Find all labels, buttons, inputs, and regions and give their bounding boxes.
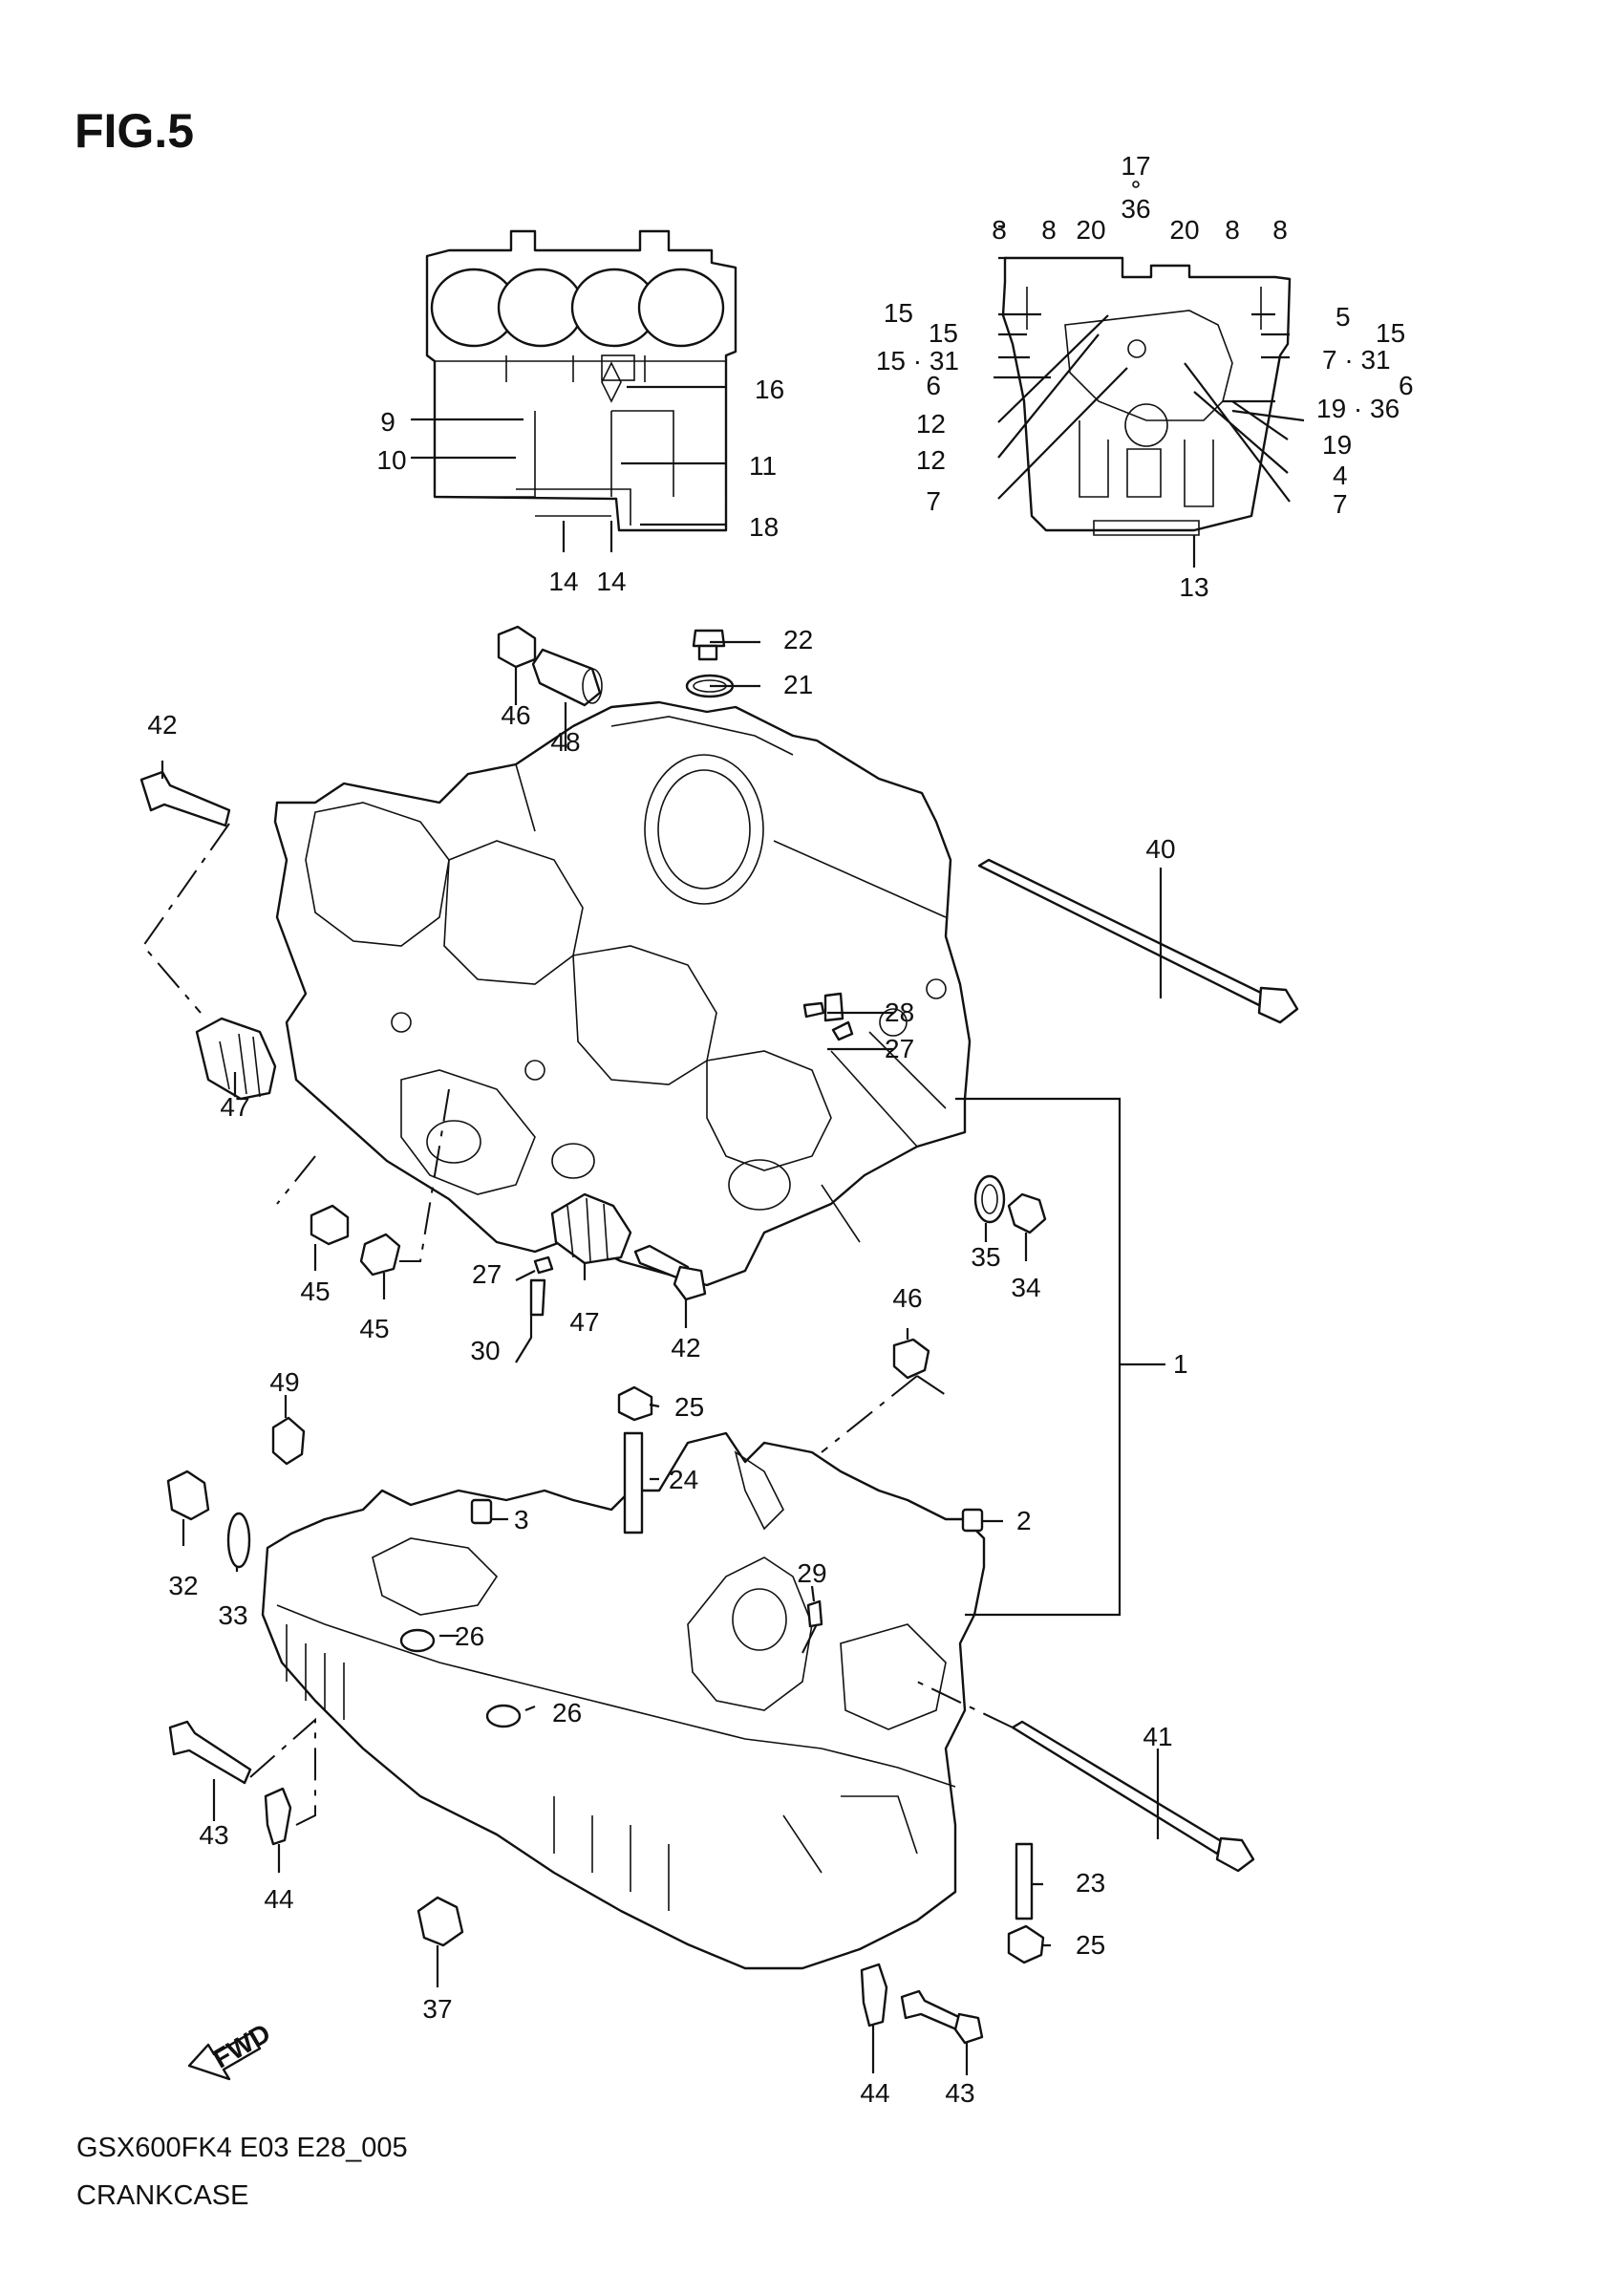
callout-21: 21 — [783, 670, 813, 699]
section-name: CRANKCASE — [76, 2180, 249, 2211]
callout-7b: 7 — [1333, 489, 1348, 519]
callout-49: 49 — [269, 1367, 299, 1397]
callout-44: 44 — [264, 1884, 293, 1914]
callout-7: 7 — [926, 486, 941, 516]
callout-labels: 9 10 16 11 18 14 14 17 36 8 8 20 20 8 8 … — [147, 151, 1413, 2108]
callout-26: 26 — [455, 1621, 484, 1651]
callout-40: 40 — [1145, 834, 1175, 864]
callout-13: 13 — [1179, 572, 1208, 602]
callout-42: 42 — [147, 710, 177, 740]
callout-6b: 6 — [1399, 371, 1414, 400]
upper-case-overview — [425, 229, 737, 532]
callout-43b: 43 — [945, 2078, 974, 2108]
callout-48: 48 — [550, 727, 580, 757]
fwd-text: FWD — [208, 2018, 276, 2074]
callout-8c: 8 — [1225, 215, 1240, 245]
callout-35: 35 — [971, 1242, 1000, 1272]
callout-3: 3 — [514, 1505, 529, 1534]
callout-15-31: 15 · 31 — [876, 346, 959, 376]
lower-case-bottom-view — [1001, 181, 1292, 536]
callout-46b: 46 — [892, 1283, 922, 1313]
callout-20: 20 — [1076, 215, 1105, 245]
callout-12b: 12 — [916, 445, 946, 475]
callout-37: 37 — [422, 1994, 452, 2024]
callout-25b: 25 — [1076, 1930, 1105, 1960]
callout-5: 5 — [1336, 302, 1351, 332]
callout-17: 17 — [1121, 151, 1150, 181]
model-code: GSX600FK4 E03 E28_005 — [76, 2133, 408, 2163]
callout-16: 16 — [755, 375, 784, 404]
figure-title: FIG.5 — [75, 104, 195, 158]
callout-9: 9 — [380, 407, 395, 437]
callout-7-31: 7 · 31 — [1322, 345, 1391, 375]
callout-14: 14 — [548, 567, 578, 596]
callout-46: 46 — [501, 700, 530, 730]
callout-1: 1 — [1173, 1349, 1188, 1379]
callout-43: 43 — [199, 1820, 228, 1850]
callout-33: 33 — [218, 1600, 247, 1630]
callout-34: 34 — [1011, 1273, 1040, 1302]
callout-18: 18 — [749, 512, 779, 542]
callout-2: 2 — [1016, 1506, 1032, 1535]
callout-8: 8 — [992, 215, 1007, 245]
callout-11: 11 — [749, 451, 777, 481]
callout-8b: 8 — [1041, 215, 1057, 245]
callout-26b: 26 — [552, 1698, 582, 1727]
leader-lines — [141, 225, 1305, 2075]
fwd-arrow-icon: FWD — [187, 2018, 276, 2081]
callout-45: 45 — [300, 1277, 330, 1306]
callout-22: 22 — [783, 625, 813, 654]
callout-4: 4 — [1333, 461, 1348, 490]
callout-25: 25 — [674, 1392, 704, 1422]
callout-44b: 44 — [860, 2078, 889, 2108]
callout-41: 41 — [1143, 1722, 1172, 1751]
callout-20b: 20 — [1169, 215, 1199, 245]
callout-29: 29 — [797, 1558, 826, 1588]
callout-42b: 42 — [671, 1333, 700, 1363]
callout-36: 36 — [1121, 194, 1150, 224]
callout-27: 27 — [885, 1034, 914, 1063]
callout-47b: 47 — [569, 1307, 599, 1337]
callout-19: 19 — [1322, 430, 1352, 460]
callout-28: 28 — [885, 998, 914, 1027]
callout-15c: 15 — [1376, 318, 1405, 348]
callout-15: 15 — [884, 298, 913, 328]
callout-19-36: 19 · 36 — [1316, 394, 1400, 423]
callout-47: 47 — [220, 1092, 249, 1122]
small-parts — [139, 625, 1299, 2045]
callout-24: 24 — [669, 1465, 698, 1494]
callout-15b: 15 — [929, 318, 958, 348]
callout-6: 6 — [926, 371, 941, 400]
callout-8d: 8 — [1272, 215, 1288, 245]
callout-14b: 14 — [596, 567, 626, 596]
callout-23: 23 — [1076, 1868, 1105, 1898]
callout-45b: 45 — [359, 1314, 389, 1343]
callout-27b: 27 — [472, 1259, 502, 1289]
upper-crankcase — [273, 700, 972, 1287]
lower-crankcase — [261, 1431, 986, 1970]
callout-10: 10 — [376, 445, 406, 475]
callout-32: 32 — [168, 1571, 198, 1600]
callout-30: 30 — [470, 1336, 500, 1365]
callout-12: 12 — [916, 409, 946, 439]
